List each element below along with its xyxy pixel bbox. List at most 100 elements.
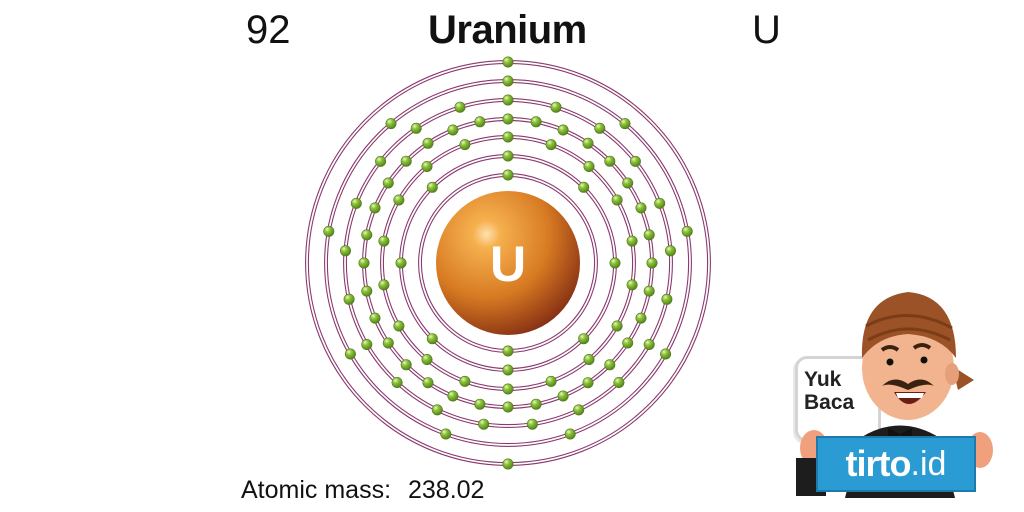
electron (550, 101, 562, 113)
electron (611, 320, 623, 332)
electron (426, 181, 438, 193)
electron (622, 177, 634, 189)
electron (361, 229, 373, 241)
electron (622, 337, 634, 349)
electron (382, 337, 394, 349)
electron (594, 122, 606, 134)
atomic-number: 92 (246, 8, 291, 52)
electron (410, 122, 422, 134)
electron (526, 418, 538, 430)
electron (578, 333, 590, 345)
electron (358, 257, 370, 269)
electron (395, 257, 407, 269)
electron (502, 401, 514, 413)
electron (393, 194, 405, 206)
electron (502, 75, 514, 87)
electron (635, 312, 647, 324)
electron (643, 285, 655, 297)
electron (573, 404, 585, 416)
electron (502, 169, 514, 181)
electron (369, 202, 381, 214)
electron (447, 390, 459, 402)
electron (609, 257, 621, 269)
atomic-mass-label: Atomic mass: (241, 476, 392, 504)
electron (385, 118, 397, 130)
electron (502, 113, 514, 125)
electron (604, 359, 616, 371)
electron (459, 375, 471, 387)
electron (350, 197, 362, 209)
electron (421, 161, 433, 173)
electron (454, 101, 466, 113)
electron (440, 428, 452, 440)
electron (583, 161, 595, 173)
electron (502, 383, 514, 395)
electron (459, 139, 471, 151)
electron (626, 279, 638, 291)
electron (545, 139, 557, 151)
electron (369, 312, 381, 324)
electron (557, 124, 569, 136)
electron (661, 293, 673, 305)
electron (378, 279, 390, 291)
electron (626, 235, 638, 247)
electrons (323, 56, 693, 470)
electron (643, 338, 655, 350)
electron (629, 155, 641, 167)
electron (582, 377, 594, 389)
electron (635, 202, 647, 214)
bubble-line-1: Yuk (804, 368, 842, 391)
atomic-mass-value: 238.02 (407, 476, 485, 504)
electron (422, 377, 434, 389)
electron (583, 353, 595, 365)
electron (654, 197, 666, 209)
electron (478, 418, 490, 430)
electron (681, 225, 693, 237)
tirto-logo-sign[interactable]: tirto.id (816, 436, 976, 492)
atomic-mass: Atomic mass: 238.02 (241, 476, 484, 505)
electron (611, 194, 623, 206)
bubble-line-2: Baca (804, 391, 855, 414)
electron (604, 155, 616, 167)
electron (344, 348, 356, 360)
electron (660, 348, 672, 360)
electron (339, 245, 351, 257)
electron (447, 124, 459, 136)
electron (619, 118, 631, 130)
electron (502, 345, 514, 357)
electron (530, 398, 542, 410)
electron (502, 150, 514, 162)
electron (375, 155, 387, 167)
electron (545, 375, 557, 387)
nucleus (436, 191, 580, 335)
electron (378, 235, 390, 247)
electron (530, 116, 542, 128)
electron (643, 229, 655, 241)
electron (502, 131, 514, 143)
electron (426, 333, 438, 345)
electron (400, 359, 412, 371)
electron (502, 364, 514, 376)
electron (502, 458, 514, 470)
electron (361, 338, 373, 350)
electron (343, 293, 355, 305)
electron (323, 225, 335, 237)
element-name: Uranium (428, 8, 587, 52)
nucleus-symbol: U (490, 236, 526, 292)
electron (502, 94, 514, 106)
electron (557, 390, 569, 402)
electron (474, 116, 486, 128)
electron (361, 285, 373, 297)
electron (502, 56, 514, 68)
speech-bubble-text: Yuk Baca (804, 368, 874, 414)
electron (391, 376, 403, 388)
electron (613, 376, 625, 388)
yuk-baca-tirto-promo[interactable]: Yuk Baca tirto.id (790, 288, 1000, 498)
tirto-brand-text: tirto (845, 443, 912, 484)
electron (646, 257, 658, 269)
element-symbol: U (752, 8, 781, 52)
electron (431, 404, 443, 416)
electron (400, 155, 412, 167)
electron (564, 428, 576, 440)
